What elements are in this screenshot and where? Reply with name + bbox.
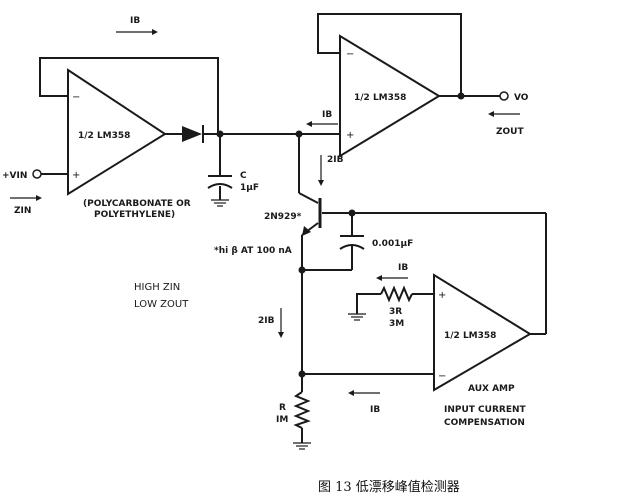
arrow-2ib-lower	[278, 308, 284, 338]
label-ib-top: IB	[130, 16, 140, 26]
junction-emitter	[298, 266, 306, 274]
op3-minus-sign: −	[438, 371, 446, 382]
label-high-zin: HIGH ZIN	[134, 282, 180, 293]
op3-label: 1/2 LM358	[444, 331, 496, 341]
junction-node	[295, 130, 303, 138]
label-note: *hi β AT 100 nA	[214, 246, 292, 256]
arrow-zin	[10, 195, 42, 201]
op2-minus-sign: −	[346, 49, 354, 60]
label-r3-value: 3M	[389, 319, 404, 329]
label-dielectric-2: POLYETHYLENE)	[94, 210, 175, 220]
label-low-zout: LOW ZOUT	[134, 299, 189, 310]
op3-plus-sign: +	[438, 290, 446, 301]
label-ib-aux: IB	[398, 263, 408, 273]
label-vo: VO	[514, 93, 529, 103]
transistor-2n929	[302, 198, 322, 236]
label-2ib-lower: 2IB	[258, 316, 275, 326]
label-dielectric-1: (POLYCARBONATE OR	[83, 199, 191, 209]
label-comp-2: COMPENSATION	[444, 418, 525, 428]
label-zout: ZOUT	[496, 127, 524, 137]
figure-caption: 图 13 低漂移峰值检测器	[318, 479, 460, 495]
op1-plus-sign: +	[72, 170, 80, 181]
label-r3-name: 3R	[389, 307, 402, 317]
arrow-zout	[488, 111, 520, 117]
label-cap-c-value: 1μF	[240, 183, 259, 193]
label-2ib-upper: 2IB	[327, 155, 344, 165]
op-amp-1: − + 1/2 LM358	[67, 68, 167, 196]
ground-r	[293, 442, 311, 450]
junction-r	[298, 370, 306, 378]
r3-ground-wire	[356, 293, 381, 314]
arrow-2ib-upper	[318, 155, 324, 186]
arrow-ib-top	[116, 29, 158, 35]
label-r-value: IM	[276, 415, 288, 425]
op2-feedback-wire	[317, 13, 462, 96]
capacitor-2	[339, 235, 365, 250]
label-ib-mid: IB	[322, 110, 332, 120]
op1-label: 1/2 LM358	[78, 131, 130, 141]
diode	[182, 125, 204, 143]
collector-lead	[298, 192, 319, 204]
arrow-ib-mid	[306, 121, 338, 127]
op-amp-2: − + 1/2 LM358	[339, 34, 441, 158]
label-cap-c: C	[240, 171, 247, 181]
capacitor-c	[207, 175, 233, 189]
op-amp-aux: + − 1/2 LM358	[433, 273, 532, 392]
resistor-3r	[380, 285, 413, 303]
label-r-name: R	[279, 403, 286, 413]
arrow-ib-bottom	[348, 390, 380, 396]
op1-feedback-wire	[39, 57, 219, 134]
label-comp-1: INPUT CURRENT	[444, 405, 527, 415]
resistor-r	[293, 391, 311, 429]
label-vin: +VIN	[2, 171, 27, 181]
op1-minus-sign: −	[72, 92, 80, 103]
arrow-ib-aux	[376, 275, 408, 281]
label-aux-amp: AUX AMP	[468, 384, 515, 394]
op2-plus-sign: +	[346, 130, 354, 141]
label-zin: ZIN	[14, 206, 31, 216]
label-transistor: 2N929*	[264, 212, 302, 222]
label-ib-bottom: IB	[370, 405, 380, 415]
op2-label: 1/2 LM358	[354, 93, 406, 103]
junction-cap-c	[216, 130, 224, 138]
junction-vo	[457, 92, 465, 100]
label-cap2-value: 0.001μF	[372, 239, 413, 249]
wires	[39, 13, 547, 443]
vin-terminal	[32, 169, 42, 179]
vo-terminal	[499, 91, 509, 101]
junction-base	[348, 209, 356, 217]
ground-3r	[348, 313, 366, 321]
ground-c	[211, 199, 229, 207]
